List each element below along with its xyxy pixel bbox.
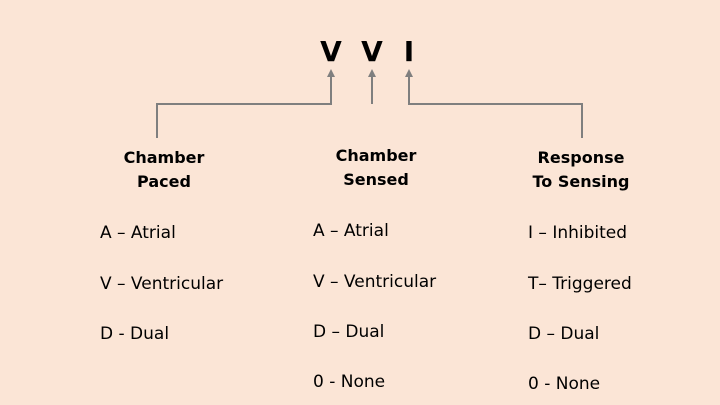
option-paced-dual: D - Dual: [100, 324, 170, 344]
header-chamber-paced: Chamber Paced: [89, 146, 239, 194]
option-response-triggered: T– Triggered: [528, 274, 632, 294]
header-response-to-sensing: Response To Sensing: [506, 146, 656, 194]
option-response-none: 0 - None: [528, 374, 601, 394]
arrowhead-response: [405, 69, 413, 77]
header-chamber-sensed-line1: Chamber: [335, 146, 417, 165]
option-sensed-none: 0 - None: [313, 372, 386, 392]
arrowhead-chamber-sensed: [368, 69, 376, 77]
connector-chamber-paced: [156, 76, 332, 138]
option-sensed-atrial: A – Atrial: [313, 221, 389, 241]
option-sensed-ventricular: V – Ventricular: [313, 272, 437, 292]
option-paced-ventricular: V – Ventricular: [100, 274, 224, 294]
code-letter-chamber-paced: V: [320, 35, 342, 68]
connector-response: [408, 76, 583, 138]
header-response-line1: Response: [537, 148, 625, 167]
header-response-line2: To Sensing: [532, 172, 630, 191]
header-chamber-paced-line2: Paced: [137, 172, 191, 191]
code-letter-response: I: [403, 35, 415, 68]
header-chamber-paced-line1: Chamber: [123, 148, 205, 167]
option-response-dual: D – Dual: [528, 324, 600, 344]
option-paced-atrial: A – Atrial: [100, 223, 176, 243]
arrowhead-chamber-paced: [327, 69, 335, 77]
header-chamber-sensed: Chamber Sensed: [301, 144, 451, 192]
option-sensed-dual: D – Dual: [313, 322, 385, 342]
option-response-inhibited: I – Inhibited: [528, 223, 628, 243]
header-chamber-sensed-line2: Sensed: [343, 170, 409, 189]
code-letter-chamber-sensed: V: [361, 35, 383, 68]
